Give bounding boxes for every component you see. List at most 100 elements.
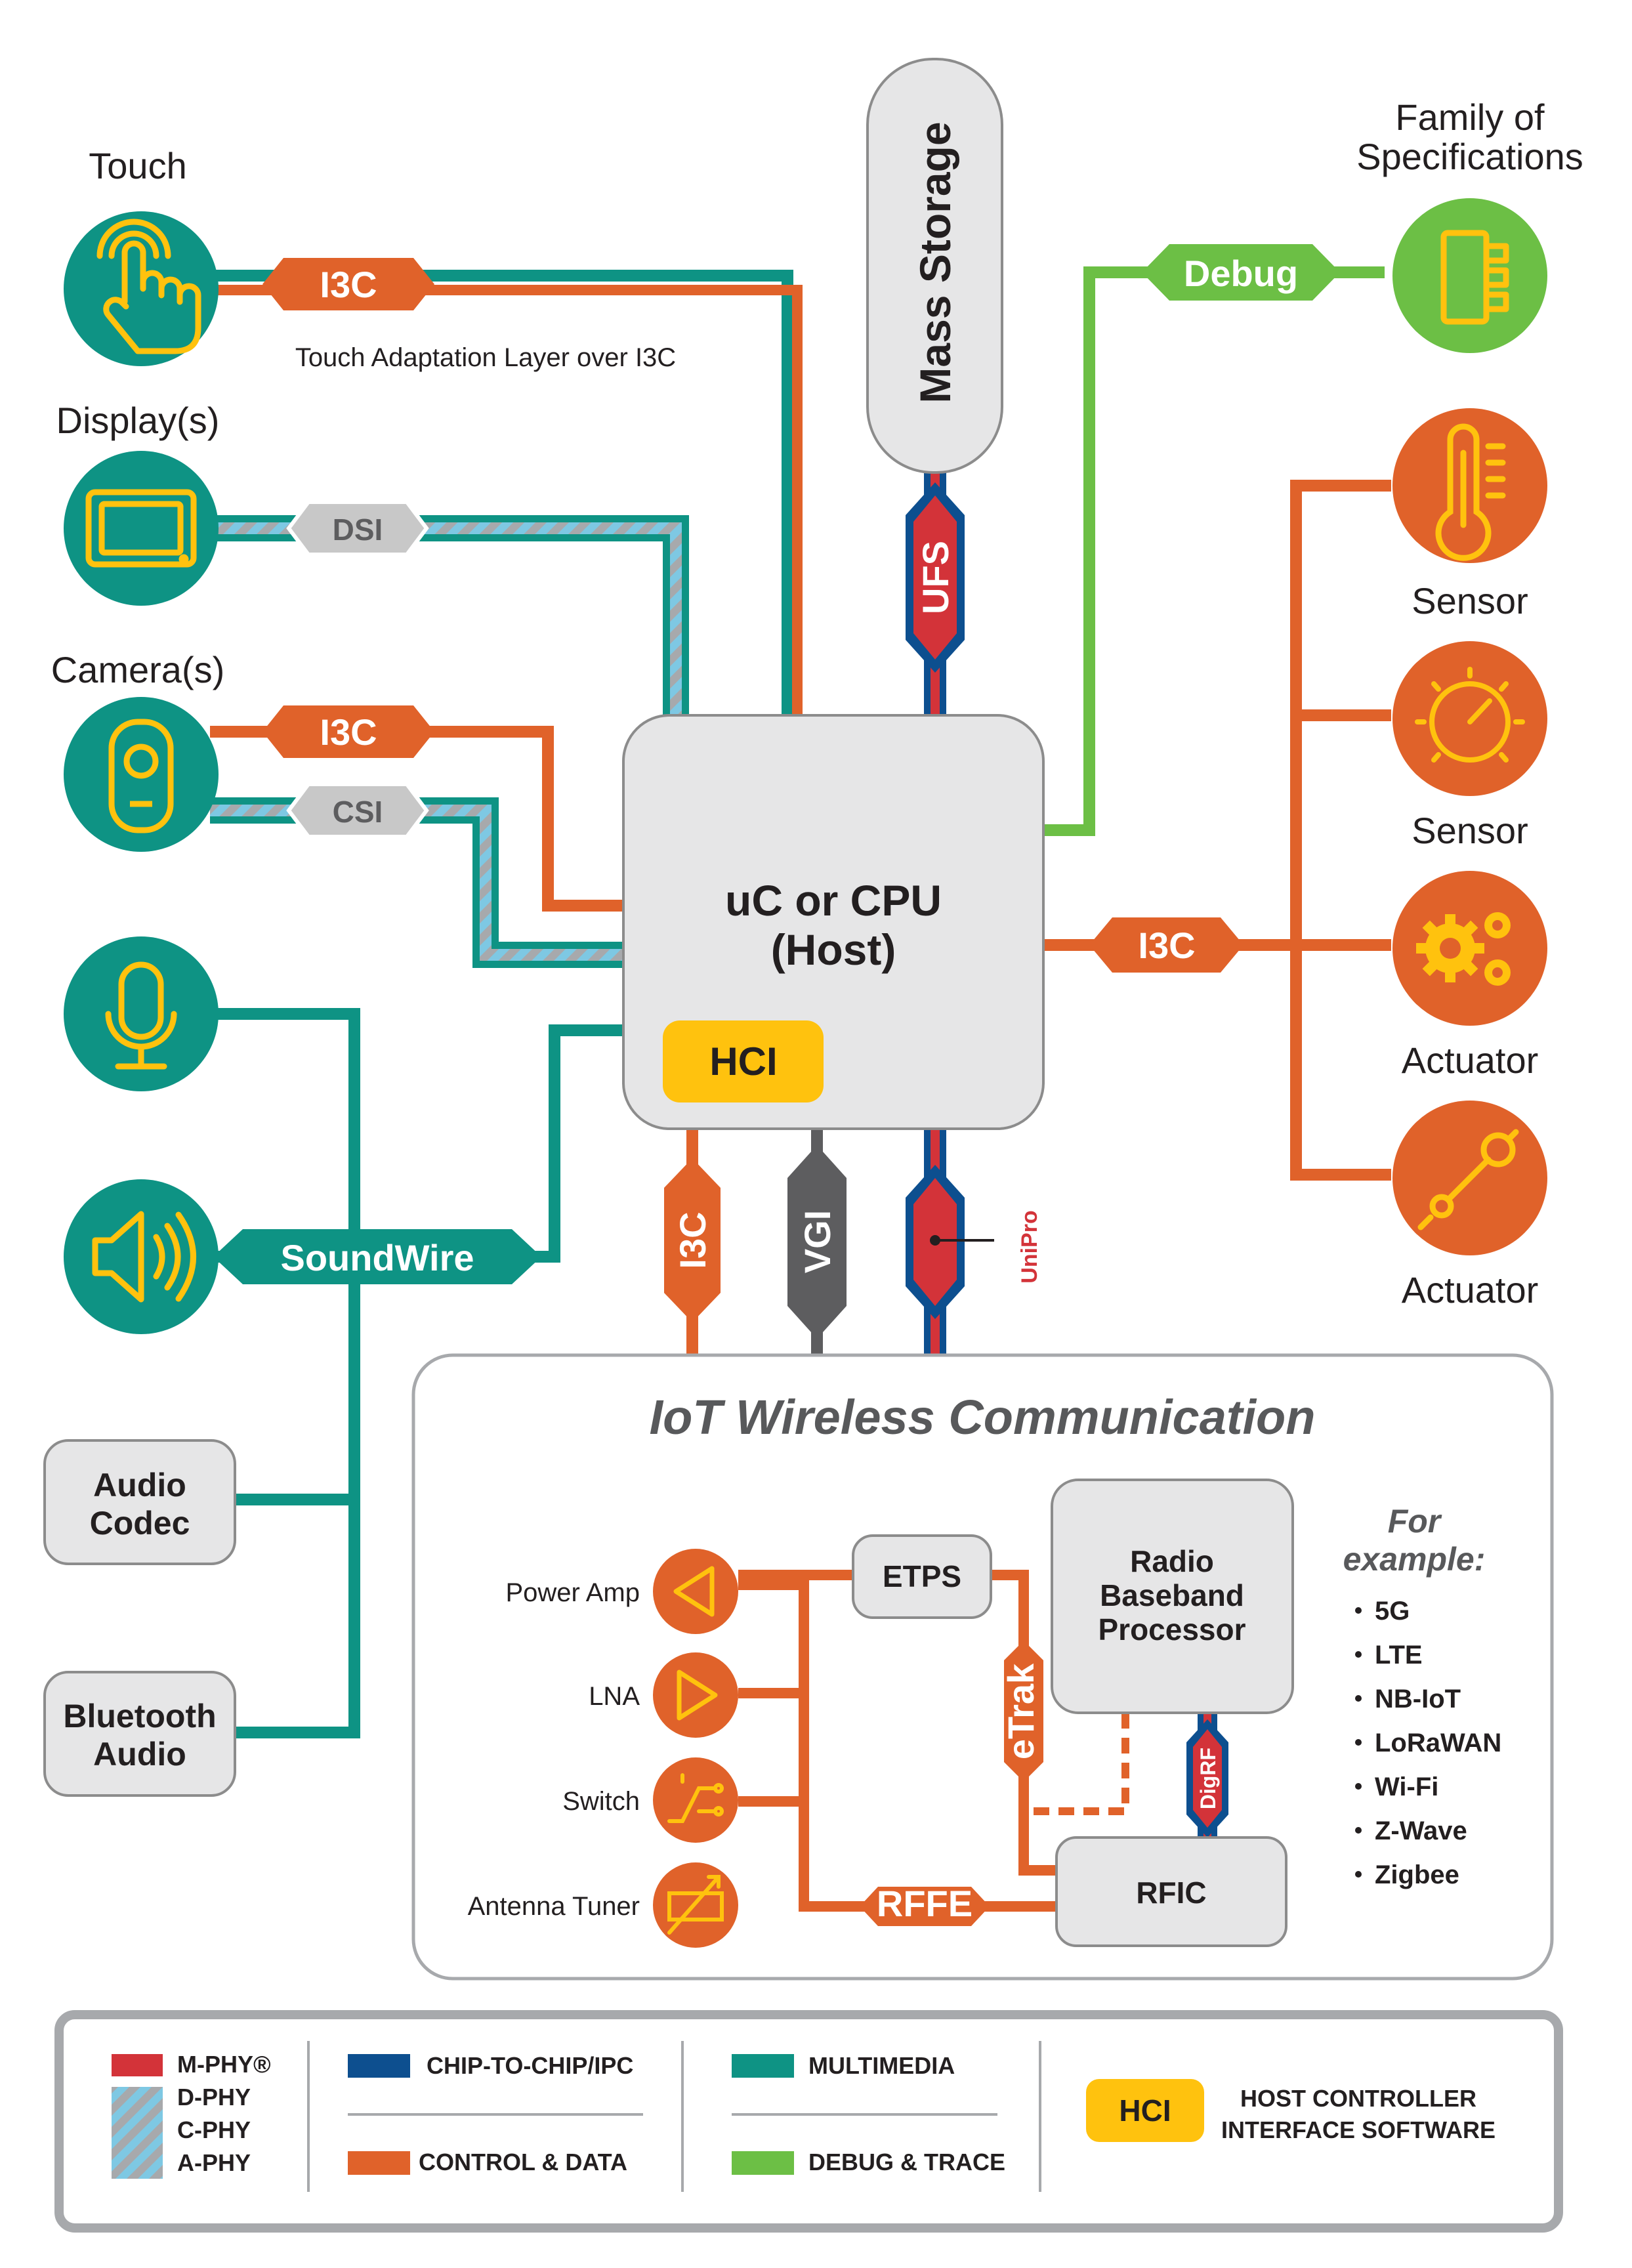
svg-text:I3C: I3C <box>1138 925 1195 966</box>
svg-text:Mass Storage: Mass Storage <box>911 121 959 403</box>
legend-hci-badge <box>1086 2079 1204 2142</box>
svg-text:INTERFACE SOFTWARE: INTERFACE SOFTWARE <box>1221 2116 1496 2143</box>
svg-text:M-PHY®: M-PHY® <box>177 2051 271 2078</box>
svg-text:CSI: CSI <box>333 795 383 829</box>
thermometer-icon <box>1435 423 1506 561</box>
svg-text:ETPS: ETPS <box>883 1559 961 1593</box>
svg-text:(Host): (Host) <box>771 925 896 974</box>
switch-node <box>653 1757 738 1843</box>
svg-text:C-PHY: C-PHY <box>177 2116 251 2143</box>
antenna-tuner-node <box>653 1862 738 1948</box>
list-item: LoRaWAN <box>1375 1729 1501 1757</box>
legend-control-swatch <box>348 2151 410 2175</box>
right-bus-line <box>1290 480 1391 1181</box>
host-hci-badge <box>663 1020 824 1102</box>
connector-icon <box>1440 230 1509 325</box>
svg-text:VGI: VGI <box>797 1210 838 1273</box>
example-list: 5G LTE NB-IoT LoRaWAN Wi-Fi Z-Wave Zigbe… <box>1355 1597 1501 1889</box>
soundwire-pill: SoundWire <box>213 1229 541 1284</box>
svg-text:Processor: Processor <box>1098 1612 1245 1647</box>
svg-text:RFIC: RFIC <box>1136 1876 1206 1910</box>
svg-text:UFS: UFS <box>915 541 956 614</box>
svg-text:CONTROL & DATA: CONTROL & DATA <box>419 2149 627 2175</box>
mic-line <box>210 1008 360 1738</box>
actuator1-label: Actuator <box>1402 1040 1539 1081</box>
legend: M-PHY® D-PHY C-PHY A-PHY CHIP-TO-CHIP/IP… <box>54 2010 1563 2233</box>
svg-text:HCI: HCI <box>1119 2093 1171 2128</box>
display-label: Display(s) <box>56 400 220 441</box>
sensor2-label: Sensor <box>1412 810 1528 851</box>
touch-label: Touch <box>89 145 186 186</box>
lna-label: LNA <box>589 1682 640 1711</box>
touch-hand-icon <box>96 219 201 354</box>
ufs-pill: UFS <box>906 482 965 673</box>
camera-label: Camera(s) <box>51 649 224 690</box>
svg-text:eTrak: eTrak <box>1000 1663 1041 1759</box>
tuner-icon <box>667 1875 724 1935</box>
lna-node <box>653 1652 738 1738</box>
svg-text:I3C: I3C <box>672 1211 713 1269</box>
debug-label-line1: Family of <box>1395 96 1545 138</box>
camera-phy-line <box>210 805 623 961</box>
baseband-box: Radio Baseband Processor <box>1051 1479 1294 1714</box>
list-item: LTE <box>1375 1641 1423 1670</box>
power-amp-label: Power Amp <box>505 1578 640 1607</box>
touch-multimedia-line <box>210 270 793 715</box>
list-item: Z-Wave <box>1375 1816 1467 1845</box>
svg-text:Bluetooth: Bluetooth <box>63 1698 216 1734</box>
list-item: NB-IoT <box>1375 1685 1461 1713</box>
svg-text:RFFE: RFFE <box>877 1883 973 1924</box>
iot-panel: IoT Wireless Communication Power Amp LNA… <box>411 1353 1554 1981</box>
camera-node <box>64 697 219 852</box>
speaker-icon <box>92 1211 196 1303</box>
svg-text:D-PHY: D-PHY <box>177 2084 251 2110</box>
debug-line <box>1043 266 1385 836</box>
gauge-icon <box>1415 667 1525 763</box>
legend-mphy-swatch <box>112 2054 163 2076</box>
sensor2-node <box>1392 641 1547 796</box>
list-item: 5G <box>1375 1597 1410 1626</box>
rffe-pill: RFFE <box>860 1883 990 1926</box>
example-heading-2: example: <box>1343 1541 1486 1578</box>
unipro-label: UniPro <box>1017 1210 1042 1283</box>
digrf-pill: DigRF <box>1186 1719 1228 1838</box>
legend-chip-swatch <box>348 2054 410 2078</box>
touch-note: Touch Adaptation Layer over I3C <box>295 343 676 372</box>
display-screen-icon <box>85 489 197 568</box>
unipro-pill: UniPro <box>906 1165 1042 1319</box>
svg-text:Radio: Radio <box>1130 1544 1214 1578</box>
etrak-pill: eTrak <box>1000 1641 1043 1782</box>
display-phy-line <box>210 522 682 715</box>
debug-label-line2: Specifications <box>1356 136 1583 177</box>
vgi-pill: VGI <box>787 1145 847 1339</box>
sensor1-node <box>1392 408 1547 563</box>
audio-codec-box: Audio Codec <box>43 1439 236 1565</box>
svg-text:I3C: I3C <box>320 264 377 305</box>
display-node <box>64 451 219 606</box>
camera-i3c-pill: I3C <box>262 705 434 758</box>
debug-node <box>1392 198 1547 353</box>
bb-rfic-dashed <box>1024 1713 1129 1815</box>
rfic-box: RFIC <box>1055 1836 1287 1947</box>
touch-node <box>64 211 219 366</box>
svg-text:DSI: DSI <box>333 513 383 547</box>
svg-text:MULTIMEDIA: MULTIMEDIA <box>808 2052 955 2079</box>
actuator2-label: Actuator <box>1402 1269 1539 1311</box>
actuator1-node <box>1392 871 1547 1026</box>
svg-text:Debug: Debug <box>1184 253 1298 294</box>
host-box: uC or CPU (Host) HCI <box>622 714 1045 1130</box>
svg-text:CHIP-TO-CHIP/IPC: CHIP-TO-CHIP/IPC <box>427 2052 633 2079</box>
amp-left-icon <box>673 1566 715 1617</box>
svg-text:SoundWire: SoundWire <box>280 1237 474 1278</box>
list-item: Zigbee <box>1375 1860 1459 1889</box>
bluetooth-audio-box: Bluetooth Audio <box>43 1671 236 1797</box>
etps-box: ETPS <box>852 1534 992 1619</box>
iot-title: IoT Wireless Communication <box>650 1390 1316 1444</box>
right-i3c-pill: I3C <box>1089 917 1244 973</box>
speaker-node <box>64 1179 219 1334</box>
svg-text:HOST CONTROLLER: HOST CONTROLLER <box>1240 2085 1476 2112</box>
host-i3c-pill: I3C <box>664 1158 721 1322</box>
touch-i3c-pill: I3C <box>262 258 434 310</box>
svg-text:I3C: I3C <box>320 711 377 753</box>
